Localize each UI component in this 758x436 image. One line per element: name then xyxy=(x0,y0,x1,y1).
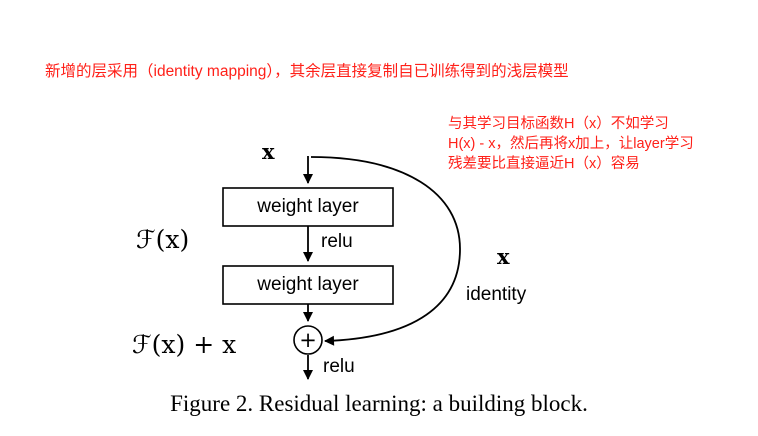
relu-mid-label: relu xyxy=(321,231,353,252)
input-x-label: x xyxy=(262,139,275,164)
figure-caption: Figure 2. Residual learning: a building … xyxy=(170,391,588,416)
residual-function-label: ℱ(x) xyxy=(136,225,190,254)
output-sum-label: ℱ(x) + x xyxy=(132,330,237,359)
side-annotation-line-3: 残差要比直接逼近H（x）容易 xyxy=(448,156,640,172)
plus-icon: + xyxy=(299,328,317,352)
side-annotation-line-1: 与其学习目标函数H（x）不如学习 xyxy=(448,116,669,132)
top-annotation-text: 新增的层采用（identity mapping），其余层直接复制自已训练得到的浅… xyxy=(45,63,569,80)
identity-label: identity xyxy=(466,284,527,305)
side-annotation-line-2: H(x) - x，然后再将x加上，让layer学习 xyxy=(448,136,694,152)
weight-layer-1-label: weight layer xyxy=(257,196,359,217)
side-annotation-text: 与其学习目标函数H（x）不如学习 H(x) - x，然后再将x加上，让layer… xyxy=(448,114,694,174)
relu-bottom-label: relu xyxy=(323,356,355,377)
weight-layer-2-label: weight layer xyxy=(257,274,359,295)
identity-x-label: x xyxy=(497,244,510,269)
